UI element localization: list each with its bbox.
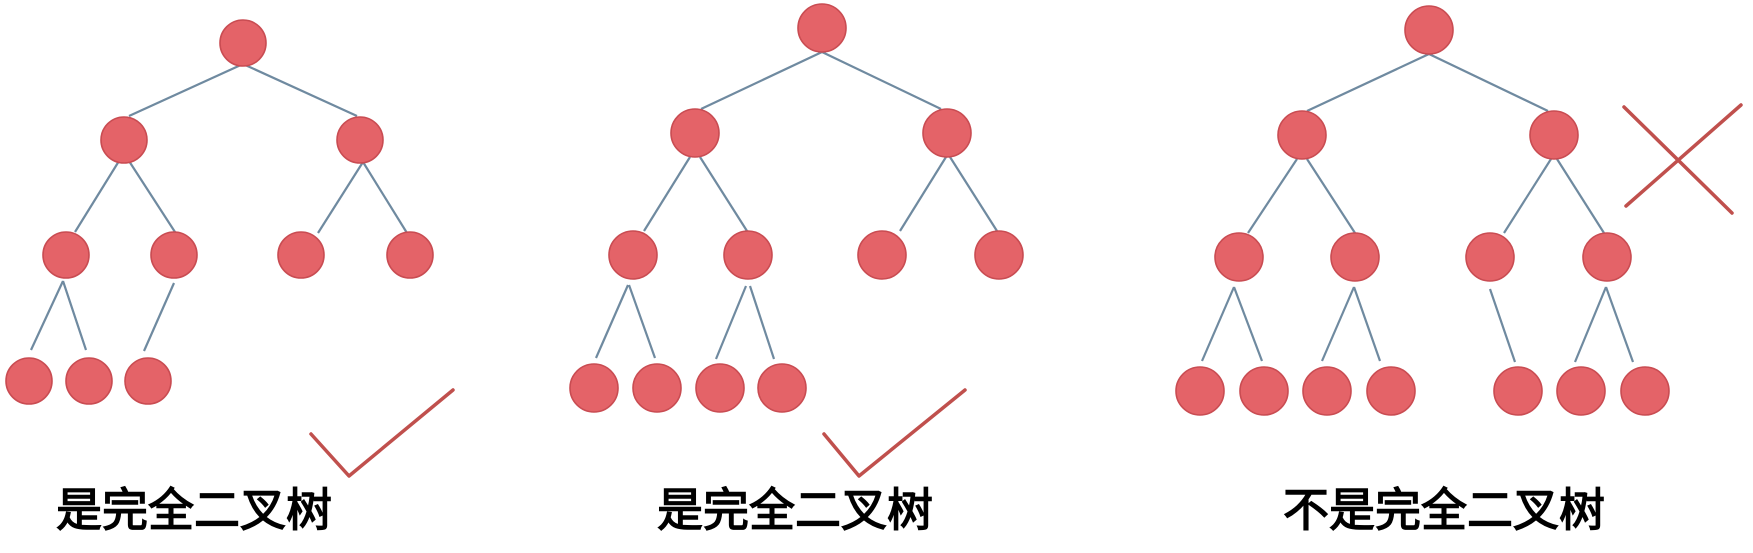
tree-node	[695, 363, 745, 413]
tree-3-caption: 不是完全二叉树	[1283, 483, 1605, 537]
edge	[242, 62, 358, 118]
tree-3-edges	[1200, 53, 1635, 363]
edge	[1352, 286, 1382, 362]
edge	[1247, 158, 1298, 234]
edge	[1306, 158, 1356, 234]
edge	[61, 280, 88, 351]
edge	[1503, 158, 1552, 234]
tree-node	[1175, 366, 1225, 416]
edge	[1604, 286, 1635, 363]
tree-node	[608, 230, 658, 280]
edge	[74, 160, 120, 233]
edge	[1320, 286, 1356, 362]
edge	[142, 282, 176, 352]
edge	[317, 161, 364, 234]
tree-node	[1239, 366, 1289, 416]
tree-node	[65, 357, 113, 405]
tree-node	[569, 363, 619, 413]
tree-node	[857, 230, 907, 280]
tree-node	[1214, 232, 1264, 282]
edge	[1232, 286, 1264, 362]
edge	[1556, 158, 1605, 234]
tree-1-caption: 是完全二叉树	[56, 483, 332, 537]
tree-node	[277, 231, 325, 279]
edge	[949, 156, 998, 232]
tree-node	[1277, 110, 1327, 160]
tree-node	[1330, 232, 1380, 282]
edge	[1488, 288, 1517, 363]
tree-2-caption: 是完全二叉树	[657, 483, 933, 537]
tree-3	[1175, 5, 1743, 416]
tree-node	[1620, 366, 1670, 416]
tree-node	[757, 363, 807, 413]
tree-1-edges	[30, 62, 408, 352]
tree-node	[922, 108, 972, 158]
edge	[821, 51, 942, 110]
edge	[1306, 53, 1430, 112]
tree-node	[5, 357, 53, 405]
tree-1	[5, 19, 455, 478]
tree-2	[569, 3, 1024, 478]
edge	[643, 156, 691, 232]
edge	[699, 156, 748, 232]
tree-node	[974, 230, 1024, 280]
edge	[714, 285, 748, 360]
tree-node	[1465, 232, 1515, 282]
check-icon	[822, 388, 967, 478]
tree-node	[386, 231, 434, 279]
tree-node	[723, 230, 773, 280]
check-icon	[309, 388, 455, 478]
tree-2-nodes	[569, 3, 1024, 413]
tree-node	[670, 108, 720, 158]
edge	[1428, 53, 1549, 112]
tree-node	[1404, 5, 1454, 55]
tree-node	[1302, 366, 1352, 416]
tree-node	[797, 3, 847, 53]
edge	[128, 160, 176, 233]
tree-3-nodes	[1175, 5, 1670, 416]
edge	[594, 284, 630, 359]
tree-node	[42, 231, 90, 279]
edge	[128, 62, 244, 118]
edge	[748, 285, 776, 360]
edge	[30, 280, 64, 351]
edge	[627, 284, 657, 359]
tree-node	[1582, 232, 1632, 282]
tree-node	[150, 231, 198, 279]
tree-node	[1529, 110, 1579, 160]
tree-node	[1556, 366, 1606, 416]
cross-icon	[1622, 103, 1743, 215]
edge	[700, 51, 823, 110]
tree-node	[1493, 366, 1543, 416]
tree-node	[100, 116, 148, 164]
tree-node	[1366, 366, 1416, 416]
tree-1-nodes	[5, 19, 434, 405]
tree-2-edges	[594, 51, 998, 360]
edge	[1573, 286, 1608, 363]
edge	[899, 156, 947, 232]
edge	[362, 161, 408, 234]
tree-node	[219, 19, 267, 67]
tree-node	[336, 116, 384, 164]
tree-node	[124, 357, 172, 405]
edge	[1200, 286, 1236, 362]
tree-node	[632, 363, 682, 413]
